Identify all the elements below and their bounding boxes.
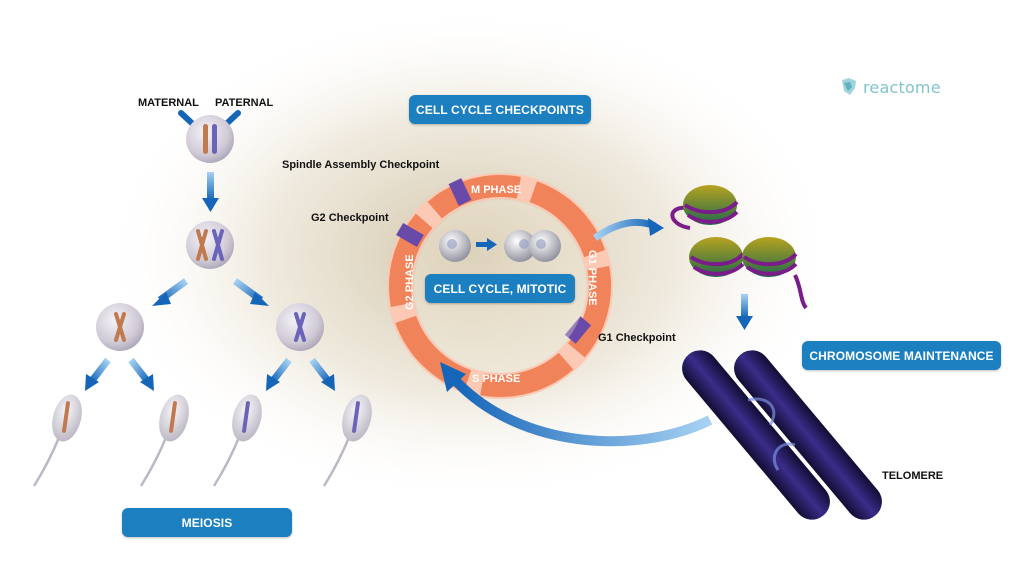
reactome-logo-text: reactome — [863, 77, 941, 97]
g1-checkpoint-marker — [564, 316, 592, 344]
g1-checkpoint-label: G1 Checkpoint — [598, 332, 676, 344]
daughter-cell-left — [96, 303, 144, 351]
maternal-label: MATERNAL — [138, 97, 199, 109]
spindle-checkpoint-marker — [448, 178, 472, 206]
meiosis-button[interactable]: MEIOSIS — [122, 508, 292, 537]
ring-segments — [389, 175, 611, 397]
g1-phase-label: G1 PHASE — [586, 250, 598, 306]
to-telomere-arrow — [741, 294, 748, 318]
reactome-logo: reactome — [838, 76, 941, 98]
gamete-arrow-1 — [88, 357, 111, 385]
sperm-cell-4 — [322, 394, 372, 487]
telomere-chromosome — [682, 350, 882, 520]
cell-cycle-checkpoints-button[interactable]: CELL CYCLE CHECKPOINTS — [409, 95, 591, 124]
chromosome-maintenance-button[interactable]: CHROMOSOME MAINTENANCE — [802, 341, 1001, 370]
cell-cycle-mitotic-button[interactable]: CELL CYCLE, MITOTIC — [425, 274, 575, 303]
g2-checkpoint-marker — [396, 222, 424, 248]
spindle-assembly-checkpoint-label: Spindle Assembly Checkpoint — [282, 159, 440, 171]
s-phase-label: S PHASE — [472, 373, 520, 385]
meiosis-tree — [32, 110, 372, 487]
m-phase-label: M PHASE — [471, 184, 521, 196]
gamete-arrow-2 — [128, 357, 151, 385]
paternal-label: PATERNAL — [215, 97, 274, 109]
gamete-arrow-4 — [309, 357, 332, 385]
reactome-logo-icon — [842, 78, 856, 95]
parent-cell — [186, 115, 234, 163]
g2-phase-label: G2 PHASE — [404, 254, 416, 310]
daughter-cell-right — [276, 303, 324, 351]
replicated-cell — [186, 221, 234, 269]
background-glow — [100, 5, 840, 505]
g2-checkpoint-label: G2 Checkpoint — [311, 212, 389, 224]
sperm-cell-2 — [139, 394, 189, 487]
gamete-arrow-3 — [269, 357, 292, 385]
sperm-cell-3 — [212, 394, 262, 487]
down-arrow — [207, 172, 214, 200]
telomere-label: TELOMERE — [882, 470, 944, 482]
mitosis-cells — [439, 230, 561, 262]
sperm-cell-1 — [32, 394, 82, 487]
nucleosomes — [670, 185, 808, 310]
return-arrow — [451, 376, 713, 447]
